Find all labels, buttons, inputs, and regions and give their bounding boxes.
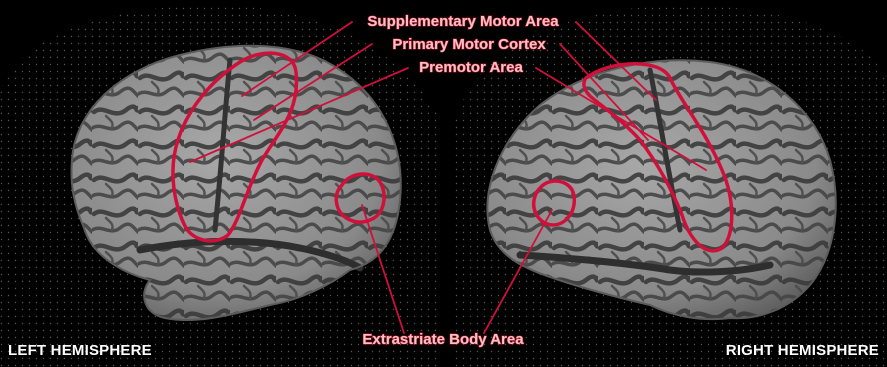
right-hemisphere-label: RIGHT HEMISPHERE xyxy=(726,342,879,359)
pma-label: Premotor Area xyxy=(419,59,523,76)
pmc-label: Primary Motor Cortex xyxy=(392,36,546,53)
sma-label: Supplementary Motor Area xyxy=(367,13,559,30)
eba-label: Extrastriate Body Area xyxy=(362,331,524,348)
left-hemisphere-label: LEFT HEMISPHERE xyxy=(8,342,152,359)
